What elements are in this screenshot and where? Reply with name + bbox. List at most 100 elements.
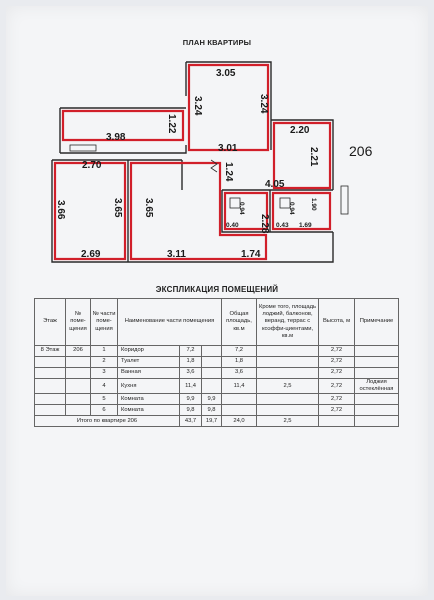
note-cell: Лоджия остеклённая: [354, 377, 399, 395]
total-area-cell: 11,4: [221, 377, 257, 395]
part-cell: 5: [90, 393, 118, 406]
note-cell: [354, 367, 399, 379]
header-name: Наименование части помещения: [117, 298, 222, 346]
height-cell: 2,72: [318, 367, 355, 379]
dim-label: 0.43: [276, 222, 289, 229]
name-cell: Ванная: [117, 367, 180, 379]
total-label: Итого по квартире 206: [34, 415, 180, 428]
area-cell: 9,9: [179, 393, 202, 406]
total-row: Итого по квартире 206 43,7 19,7 24,0 2,5: [34, 415, 399, 428]
note-cell: [354, 356, 399, 368]
room-no-cell: 206: [65, 345, 91, 357]
dim-label: 1.90: [310, 198, 317, 211]
note-cell: [354, 404, 399, 417]
note-cell: [354, 345, 399, 357]
dim-label: 1.22: [166, 114, 177, 134]
area-cell: 7,2: [179, 345, 202, 357]
dim-label: 3.65: [112, 198, 123, 218]
extra-area-cell: [256, 393, 319, 406]
dim-label: 1.74: [241, 249, 261, 260]
dim-label: 2.20: [290, 125, 310, 136]
dim-label: 2.70: [82, 160, 102, 171]
total-extra-area: 2,5: [256, 415, 319, 428]
dim-label: 3.11: [167, 249, 186, 260]
explication-table: Этаж № поме-щения № части поме-щения Наи…: [34, 298, 399, 428]
total-area-cell: 3,6: [221, 367, 257, 379]
height-cell: 2,72: [318, 345, 355, 357]
name-cell: Комната: [117, 404, 180, 417]
table-row: 8 Этаж 206 1 Коридор 7,2 7,2 2,72: [34, 345, 399, 357]
dim-label: 1.69: [299, 222, 312, 229]
name-cell: Туалет: [117, 356, 180, 368]
header-extra-area: Кроме того, площадь лоджий, балконов, ве…: [256, 298, 319, 346]
total-area-cell: [221, 404, 257, 417]
part-cell: 2: [90, 356, 118, 368]
extra-area-cell: [256, 356, 319, 368]
height-cell: 2,72: [318, 393, 355, 406]
apartment-number: 206: [349, 143, 373, 159]
extra-area-cell: [256, 345, 319, 357]
table-row: 4 Кухня 11,4 11,4 2,5 2,72 Лоджия остекл…: [34, 377, 399, 395]
sub-area-cell: 9,9: [201, 393, 222, 406]
header-floor: Этаж: [34, 298, 66, 346]
dim-label: 2.28: [259, 214, 270, 234]
name-cell: Кухня: [117, 377, 180, 395]
sub-area-cell: [201, 377, 222, 395]
sub-area-cell: [201, 356, 222, 368]
total-area: 43,7: [179, 415, 202, 428]
header-room-no: № поме-щения: [65, 298, 91, 346]
extra-area-cell: 2,5: [256, 377, 319, 395]
name-cell: Коридор: [117, 345, 180, 357]
floor-cell: 8 Этаж: [34, 345, 66, 357]
table-row: 6 Комната 9,8 9,8 2,72: [34, 404, 399, 417]
dim-label: 0.94: [288, 202, 295, 215]
part-cell: 1: [90, 345, 118, 357]
height-cell: 2,72: [318, 377, 355, 395]
dim-label: 0.40: [226, 222, 239, 229]
sub-area-cell: [201, 367, 222, 379]
dim-label: 3.24: [192, 96, 203, 116]
total-sub-area: 19,7: [201, 415, 222, 428]
dim-label: 3.05: [216, 68, 236, 79]
area-cell: 1,8: [179, 356, 202, 368]
name-cell: Комната: [117, 393, 180, 406]
table-row: 3 Ванная 3,6 3,6 2,72: [34, 367, 399, 379]
note-cell: [354, 393, 399, 406]
total-area-cell: 1,8: [221, 356, 257, 368]
extra-area-cell: [256, 404, 319, 417]
floor-plan: 3.05 3.24 3.24 1.22 3.98 3.01 2.20 2.21 …: [51, 61, 373, 263]
dim-label: 2.21: [308, 147, 319, 167]
height-cell: 2,72: [318, 356, 355, 368]
dim-label: 3.24: [258, 94, 269, 114]
sub-area-cell: [201, 345, 222, 357]
dim-label: 1.24: [223, 162, 234, 182]
dim-label: 3.98: [106, 132, 126, 143]
dim-label: 3.01: [218, 143, 238, 154]
extra-area-cell: [256, 367, 319, 379]
header-note: Примечание: [354, 298, 399, 346]
header-height: Высота, м: [318, 298, 355, 346]
part-cell: 3: [90, 367, 118, 379]
total-area-cell: [221, 393, 257, 406]
part-cell: 4: [90, 377, 118, 395]
table-header-row: Этаж № поме-щения № части поме-щения Наи…: [34, 298, 399, 346]
plan-title: ПЛАН КВАРТИРЫ: [182, 38, 252, 47]
header-total-area: Общая площадь, кв.м: [221, 298, 257, 346]
table-row: 5 Комната 9,9 9,9 2,72: [34, 393, 399, 406]
dim-label: 4.05: [265, 179, 285, 190]
explication-title: ЭКСПЛИКАЦИЯ ПОМЕЩЕНИЙ: [155, 285, 279, 294]
header-part-no: № части поме-щения: [90, 298, 118, 346]
dim-label: 2.69: [81, 249, 101, 260]
dim-label: 0.94: [238, 202, 245, 215]
table-row: 2 Туалет 1,8 1,8 2,72: [34, 356, 399, 368]
part-cell: 6: [90, 404, 118, 417]
sub-area-cell: 9,8: [201, 404, 222, 417]
dim-label: 3.65: [143, 198, 154, 218]
total-area-cell: 7,2: [221, 345, 257, 357]
area-cell: 11,4: [179, 377, 202, 395]
total-total-area: 24,0: [221, 415, 257, 428]
dim-label: 3.66: [55, 200, 66, 220]
area-cell: 3,6: [179, 367, 202, 379]
height-cell: 2,72: [318, 404, 355, 417]
area-cell: 9,8: [179, 404, 202, 417]
